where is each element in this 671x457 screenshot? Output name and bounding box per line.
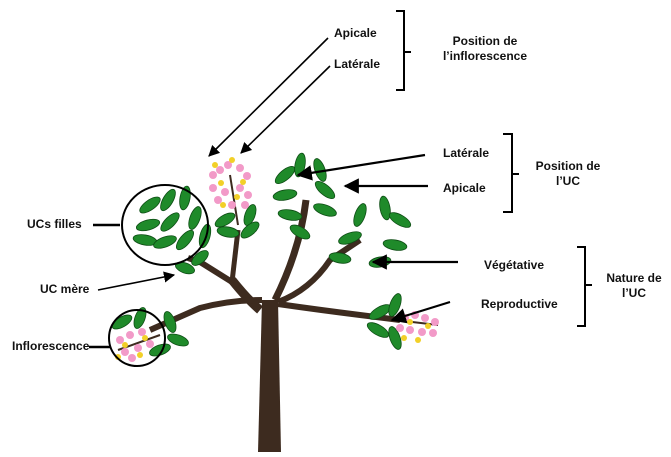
label-laterale-top: Latérale [334,57,380,72]
inflorescence-reproductive [395,311,439,343]
label-inflorescence: Inflorescence [12,339,89,354]
label-position-inflorescence-line2: l’inflorescence [425,49,545,64]
label-position-uc-line2: l’UC [528,174,608,189]
label-nature-uc: Nature de l’UC [598,271,670,301]
leaf-cluster-vegetative [328,195,413,269]
label-nature-uc-line2: l’UC [598,286,670,301]
label-position-uc: Position de l’UC [528,159,608,189]
label-vegetative: Végétative [484,258,544,273]
label-nature-uc-line1: Nature de [598,271,670,286]
label-apicale-uc: Apicale [443,181,486,196]
leaf-cluster-laterale-uc [272,152,338,242]
inflorescence-left [115,328,160,362]
leaf-cluster-ucs-filles [132,185,213,276]
label-reproductive: Reproductive [481,297,558,312]
label-uc-mere: UC mère [40,282,89,297]
label-position-uc-line1: Position de [528,159,608,174]
label-ucs-filles: UCs filles [27,217,82,232]
label-position-inflorescence-line1: Position de [425,34,545,49]
label-laterale-uc: Latérale [443,146,489,161]
label-position-inflorescence: Position de l’inflorescence [425,34,545,64]
label-apicale-top: Apicale [334,26,377,41]
